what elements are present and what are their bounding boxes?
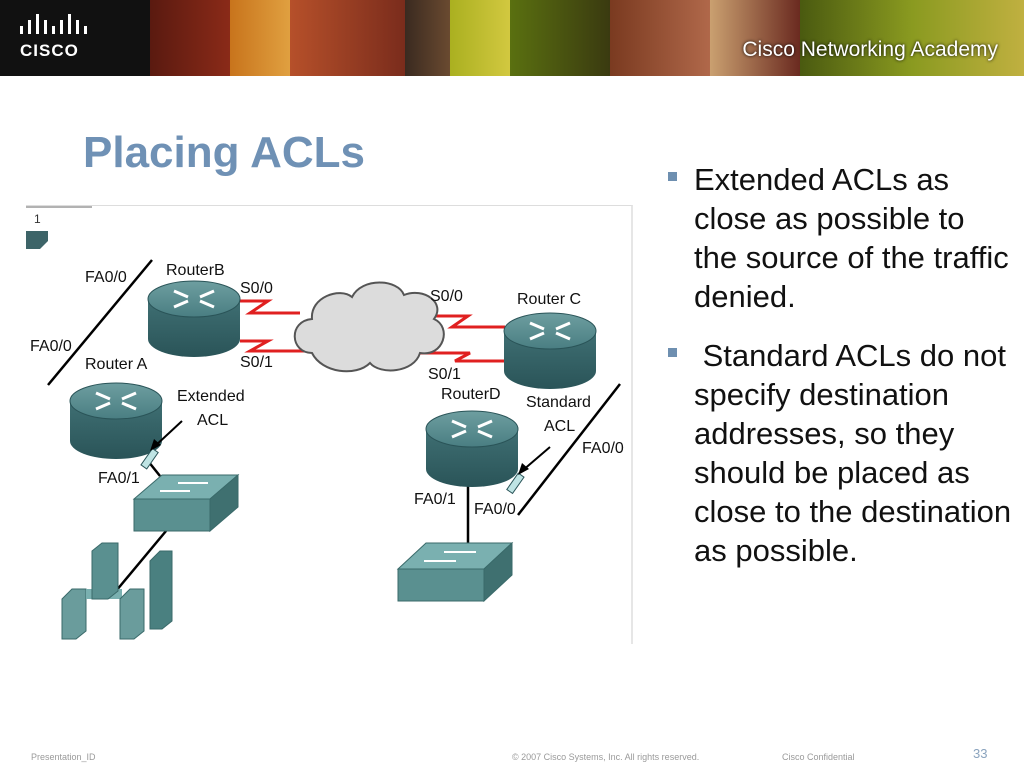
bullet-list: Extended ACLs as close as possible to th… — [668, 160, 1013, 590]
extended-label: Extended — [177, 388, 245, 405]
server-icon — [61, 542, 173, 640]
serial-links — [240, 299, 505, 363]
page-number: 33 — [973, 746, 988, 761]
footer-confidential: Cisco Confidential — [782, 752, 855, 762]
router-d-fa01-label: FA0/1 — [414, 491, 456, 508]
router-c-s01-label: S0/1 — [428, 366, 461, 383]
switch-d-icon — [396, 541, 514, 603]
router-c-icon — [503, 312, 597, 389]
bullet-text: Extended ACLs as close as possible to th… — [694, 162, 1009, 314]
bullet-item: Extended ACLs as close as possible to th… — [668, 160, 1013, 316]
figure-number: 1 — [34, 212, 41, 226]
segment-cd — [517, 383, 621, 516]
router-b-fa00-label: FA0/0 — [85, 269, 127, 286]
bullet-square-icon — [668, 348, 677, 357]
bullet-square-icon — [668, 172, 677, 181]
router-d-label: RouterD — [441, 386, 501, 403]
wan-cloud-icon — [293, 281, 445, 373]
header-banner: CISCO Cisco Networking Academy — [0, 0, 1024, 76]
network-diagram: 1 — [26, 205, 633, 644]
extended-acl-label: ACL — [197, 412, 228, 429]
switch-a-icon — [132, 473, 240, 533]
router-b-label: RouterB — [166, 262, 225, 279]
router-d-icon — [425, 410, 519, 487]
network-diagram-svg: 1 — [26, 206, 624, 640]
router-d-fa00-label: FA0/0 — [474, 501, 516, 518]
router-b-s00-label: S0/0 — [240, 280, 273, 297]
bullet-item: Standard ACLs do not specify destination… — [668, 336, 1013, 570]
router-a-fa00-label: FA0/0 — [30, 338, 72, 355]
standard-acl-marker — [506, 472, 525, 495]
footer-copyright: © 2007 Cisco Systems, Inc. All rights re… — [512, 752, 700, 762]
router-a-label: Router A — [85, 356, 148, 373]
footer-presentation-id: Presentation_ID — [31, 752, 96, 762]
router-a-icon — [69, 382, 163, 459]
router-c-fa00-label: FA0/0 — [582, 440, 624, 457]
segment-ab — [47, 259, 153, 386]
cisco-bars-icon — [20, 14, 87, 34]
router-c-label: Router C — [517, 291, 581, 308]
router-a-fa01-label: FA0/1 — [98, 470, 140, 487]
link-switch-server — [115, 530, 167, 592]
extended-acl-marker — [140, 447, 159, 470]
figure-number-tab: 1 — [26, 206, 92, 249]
cisco-logo: CISCO — [18, 14, 98, 64]
router-c-s00-label: S0/0 — [430, 288, 463, 305]
slide-title: Placing ACLs — [83, 128, 365, 177]
standard-acl-label: ACL — [544, 418, 575, 435]
standard-label: Standard — [526, 394, 591, 411]
bullet-text: Standard ACLs do not specify destination… — [694, 338, 1020, 568]
academy-title: Cisco Networking Academy — [742, 38, 998, 61]
router-b-s01-label: S0/1 — [240, 354, 273, 371]
cisco-logo-text: CISCO — [20, 41, 79, 60]
router-b-icon — [147, 280, 241, 357]
